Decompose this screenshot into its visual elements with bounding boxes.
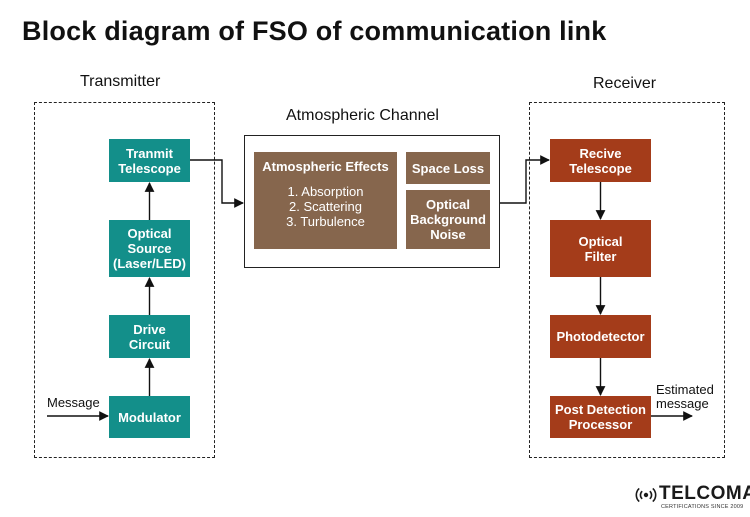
signal-icon [635, 487, 657, 503]
receiver-label: Receiver [593, 75, 657, 92]
estimated-message-label: Estimated message [656, 382, 714, 411]
logo-tagline: CERTIFICATIONS SINCE 2009 [661, 504, 744, 510]
channel-to-rx-arrow [500, 155, 550, 204]
modulator-block: Modulator [109, 396, 190, 438]
post-detection-processor-block: Post Detection Processor [550, 396, 651, 438]
effect-item: 1. Absorption [287, 184, 364, 199]
transmit-telescope-block: Tranmit Telescope [109, 139, 190, 182]
logo-name: TELCOMA [659, 483, 750, 504]
telcoma-logo: TELCOMA CERTIFICATIONS SINCE 2009 [634, 483, 750, 513]
channel-label: Atmospheric Channel [286, 107, 439, 124]
optical-source-block: Optical Source (Laser/LED) [109, 220, 190, 277]
tx-to-channel-arrow [190, 159, 244, 208]
transmitter-container [34, 102, 215, 458]
effect-item: 3. Turbulence [286, 214, 365, 229]
optical-filter-block: Optical Filter [550, 220, 651, 277]
receiver-container [529, 102, 725, 458]
receive-telescope-block: Recive Telescope [550, 139, 651, 182]
atmospheric-effects-block: Atmospheric Effects 1. Absorption 2. Sca… [254, 152, 397, 249]
optical-background-noise-block: Optical Background Noise [406, 190, 490, 249]
channel-container [244, 135, 500, 268]
message-label: Message [47, 395, 100, 410]
atmospheric-effects-title: Atmospheric Effects [262, 159, 389, 174]
drive-circuit-block: Drive Circuit [109, 315, 190, 358]
transmitter-label: Transmitter [80, 73, 161, 90]
photodetector-block: Photodetector [550, 315, 651, 358]
atmospheric-effects-list: 1. Absorption 2. Scattering 3. Turbulenc… [254, 184, 397, 229]
space-loss-block: Space Loss [406, 152, 490, 184]
effect-item: 2. Scattering [289, 199, 362, 214]
diagram-title: Block diagram of FSO of communication li… [22, 16, 607, 46]
